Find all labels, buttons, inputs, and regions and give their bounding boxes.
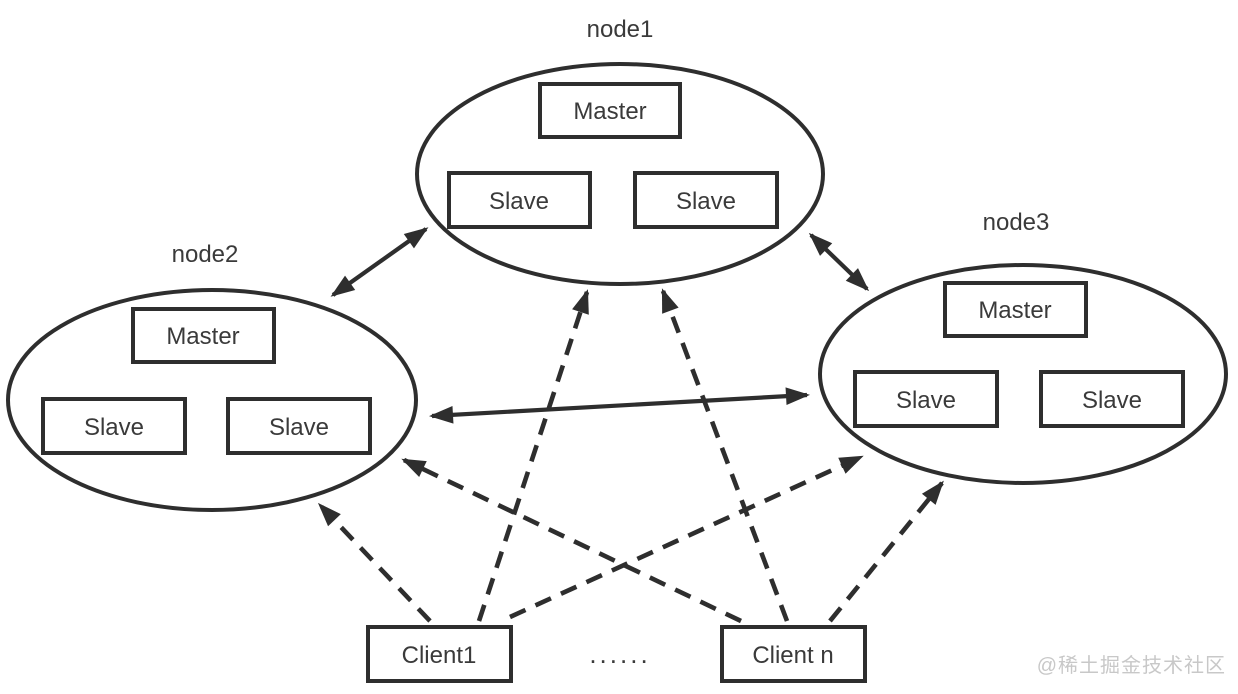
node3-slave2-label: Slave — [1082, 387, 1142, 414]
arrow-node2-node3 — [429, 387, 810, 424]
node3-master-label: Master — [978, 297, 1051, 324]
node2-slave1-label: Slave — [84, 414, 144, 441]
client1-box — [366, 625, 513, 683]
node1-slave2-box — [633, 171, 779, 229]
arrow-node1-node3 — [808, 232, 870, 292]
clients-ellipsis: ...... — [589, 639, 650, 669]
clientn-box — [720, 625, 867, 683]
arrow-clientn-node3 — [828, 480, 944, 623]
client1-label: Client1 — [402, 642, 477, 669]
node3-label: node3 — [983, 209, 1050, 236]
node1-label: node1 — [587, 16, 654, 43]
arrow-clientn-node2 — [401, 457, 742, 624]
clientn-label: Client n — [752, 642, 833, 669]
node1-slave1-box — [447, 171, 592, 229]
arrow-node2-node1 — [330, 227, 429, 297]
arrow-clientn-node1 — [660, 288, 790, 622]
node1-master-label: Master — [573, 98, 646, 125]
node1-slave1-label: Slave — [489, 188, 549, 215]
arrow-client1-node3 — [509, 454, 864, 620]
arrow-client1-node1 — [476, 289, 590, 622]
node3-slave1-label: Slave — [896, 387, 956, 414]
watermark: @稀土掘金技术社区 — [1037, 654, 1226, 677]
node2-slave1-box — [41, 397, 187, 455]
node2-master-box — [131, 307, 276, 364]
node3-slave2-box — [1039, 370, 1185, 428]
node2-slave2-label: Slave — [269, 414, 329, 441]
node2-label: node2 — [172, 241, 239, 268]
node2-slave2-box — [226, 397, 372, 455]
node3-master-box — [943, 281, 1088, 338]
node1-master-box — [538, 82, 682, 139]
node1-slave2-label: Slave — [676, 188, 736, 215]
node3-ellipse — [818, 263, 1228, 485]
node2-master-label: Master — [166, 323, 239, 350]
node3-slave1-box — [853, 370, 999, 428]
arrow-client1-node2 — [317, 502, 432, 623]
